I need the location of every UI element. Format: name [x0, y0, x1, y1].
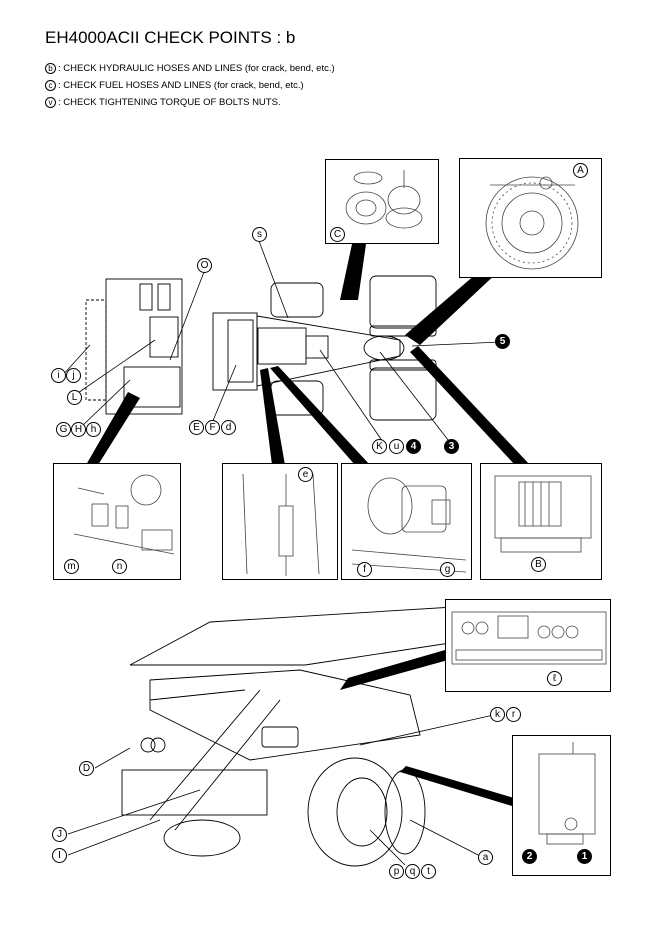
callout-e: e [298, 467, 313, 482]
callout-h: h [86, 422, 101, 437]
note-fuel: c : CHECK FUEL HOSES AND LINES (for crac… [45, 80, 304, 91]
callout-d: d [221, 420, 236, 435]
detail-hydraulic-line [222, 463, 338, 580]
note-torque: v : CHECK TIGHTENING TORQUE OF BOLTS NUT… [45, 97, 281, 108]
callout-G: G [56, 422, 71, 437]
callout-k: k [490, 707, 505, 722]
callout-O: O [197, 258, 212, 273]
dashboard-drawing [451, 611, 607, 665]
callout-i: i [51, 368, 66, 383]
callout-C: C [330, 227, 345, 242]
callout-2: 2 [522, 849, 537, 864]
hydraulic-line-drawing [242, 473, 320, 576]
callout-1: 1 [577, 849, 592, 864]
control-cabinet-drawing [494, 475, 592, 553]
callout-m: m [64, 559, 79, 574]
callout-D: D [79, 761, 94, 776]
callout-E: E [189, 420, 204, 435]
detail-brake-assembly [459, 158, 602, 278]
note-text: : CHECK TIGHTENING TORQUE OF BOLTS NUTS. [58, 97, 281, 108]
page-title: EH4000ACII CHECK POINTS : b [45, 28, 296, 47]
callout-J: J [52, 827, 67, 842]
note-mark: v [45, 97, 56, 108]
note-hydraulic: b : CHECK HYDRAULIC HOSES AND LINES (for… [45, 63, 335, 74]
detail-pump [341, 463, 472, 580]
callout-ell: ℓ [547, 671, 562, 686]
callout-4: 4 [406, 439, 421, 454]
callout-n: n [112, 559, 127, 574]
callout-L: L [67, 390, 82, 405]
callout-a: a [478, 850, 493, 865]
callout-p: p [389, 864, 404, 879]
note-mark: c [45, 80, 56, 91]
callout-s: s [252, 227, 267, 242]
callout-f: f [357, 562, 372, 577]
callout-A: A [573, 163, 588, 178]
tank-drawing [538, 742, 596, 845]
callout-t: t [421, 864, 436, 879]
cab-pedals-drawing [73, 474, 175, 555]
truck-side-view [121, 605, 471, 867]
note-text: : CHECK FUEL HOSES AND LINES (for crack,… [58, 80, 304, 91]
callout-B: B [531, 557, 546, 572]
callout-K: K [372, 439, 387, 454]
callout-r: r [506, 707, 521, 722]
note-mark: b [45, 63, 56, 74]
pointer-wedges [86, 244, 530, 806]
callout-H: H [71, 422, 86, 437]
callout-u: u [389, 439, 404, 454]
callout-3: 3 [444, 439, 459, 454]
chassis-top-view [85, 275, 437, 421]
callout-F: F [205, 420, 220, 435]
callout-5: 5 [495, 334, 510, 349]
callout-I: I [52, 848, 67, 863]
brake-assembly-drawing [485, 176, 579, 270]
callout-j: j [66, 368, 81, 383]
detail-dashboard [445, 599, 611, 692]
detail-tank [512, 735, 611, 876]
callout-g: g [440, 562, 455, 577]
fuel-filter-drawing [345, 170, 423, 229]
callout-q: q [405, 864, 420, 879]
note-text: : CHECK HYDRAULIC HOSES AND LINES (for c… [58, 63, 335, 74]
